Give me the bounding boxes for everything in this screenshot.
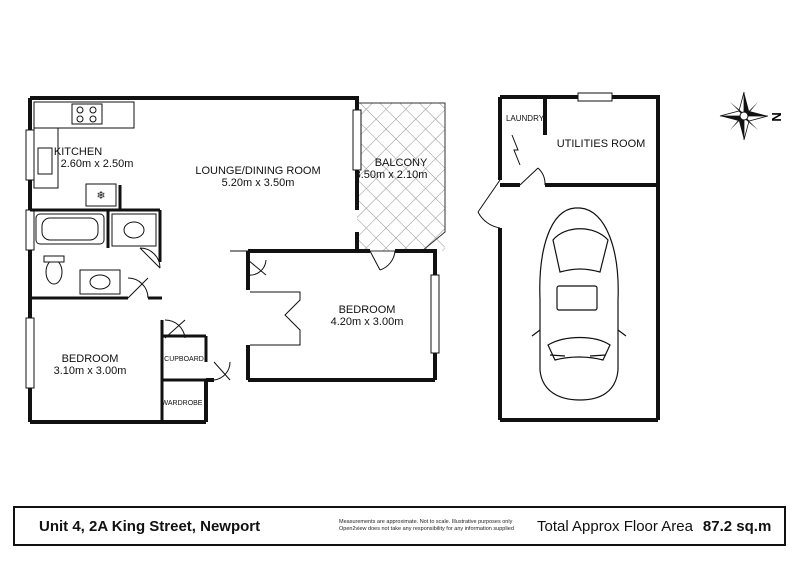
lounge-name: LOUNGE/DINING ROOM [195,165,320,177]
garage-window [577,92,613,102]
lounge-dims: 5.20m x 3.50m [222,177,295,189]
property-address: Unit 4, 2A King Street, Newport [39,517,261,535]
garage-walls [498,95,660,422]
bedroom-main-dims: 4.20m x 3.00m [331,316,404,328]
disclaimer: Measurements are approximate. Not to sca… [339,519,519,533]
interior-walls [30,185,208,422]
kitchen-dims: 2.60m x 2.50m [61,158,134,170]
compass-north-label: N [769,112,784,121]
floor-area: Total Approx Floor Area 87.2 sq.m [519,518,771,535]
bedroom-main-name: BEDROOM [339,304,396,316]
windows [25,109,440,389]
cupboard-label: CUPBOARD [164,356,204,363]
balcony-dims: 3.50m x 2.10m [355,169,428,181]
bedroom-second-name: BEDROOM [62,353,119,365]
door-swings [127,247,396,381]
disclaimer-line-1: Measurements are approximate. Not to sca… [339,519,513,525]
balcony-area [357,103,445,251]
info-footer: Unit 4, 2A King Street, Newport Measurem… [13,506,786,546]
car-icon [531,207,627,401]
utilities-room-label: UTILITIES ROOM [557,138,646,150]
bedroom-second-dims: 3.10m x 3.00m [54,365,127,377]
laundry-label: LAUNDRY [506,114,545,123]
svg-text:❄: ❄ [96,190,105,202]
compass-rose-icon [719,91,769,141]
bathroom-fittings [35,213,157,295]
wardrobe-label: WARDROBE [162,400,203,407]
floor-area-value: 87.2 sq.m [702,517,772,535]
disclaimer-line-2: Open2view does not take any responsibili… [339,526,514,532]
kitchen-fittings: ❄ [33,101,135,207]
floor-plan: ❄ [25,91,784,424]
balcony-name: BALCONY [375,157,428,169]
kitchen-name: KITCHEN [54,146,102,158]
floor-area-label: Total Approx Floor Area [537,517,693,535]
garage-door-swings [477,134,546,229]
